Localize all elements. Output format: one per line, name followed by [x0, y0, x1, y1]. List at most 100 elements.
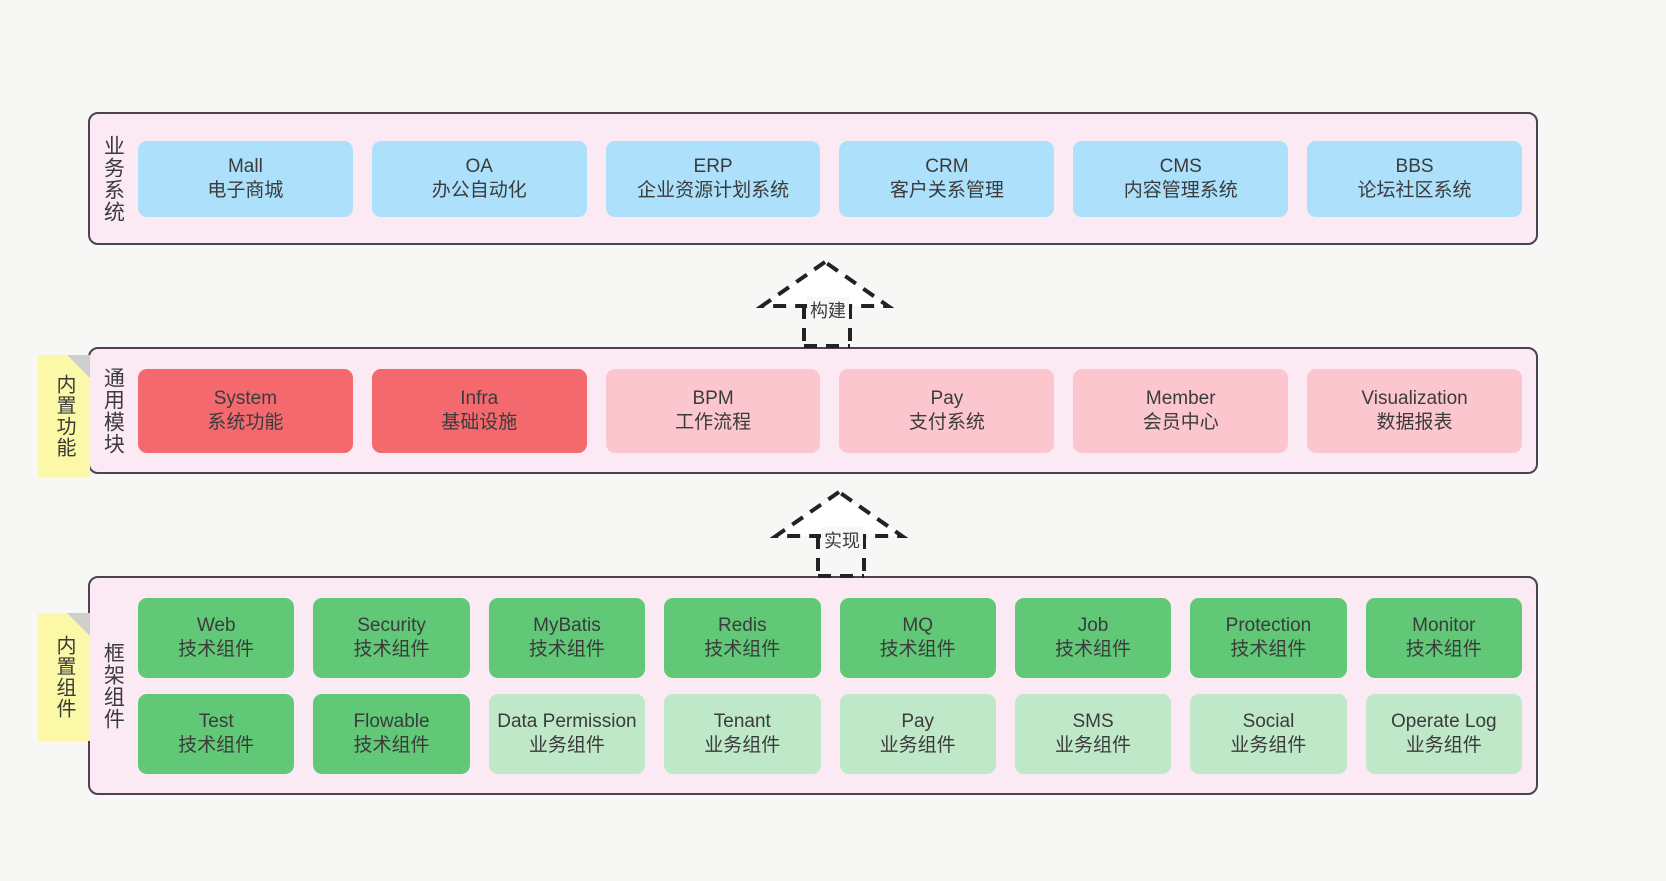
card-title: Social: [1242, 710, 1295, 732]
card-subtitle: 技术组件: [1055, 638, 1132, 660]
card-title: Redis: [718, 614, 767, 636]
card-subtitle: 技术组件: [1230, 638, 1307, 660]
card-subtitle: 业务组件: [704, 734, 781, 756]
card-title: Security: [357, 614, 426, 636]
card-title: Monitor: [1412, 614, 1476, 636]
card-subtitle: 技术组件: [353, 638, 430, 660]
card-title: Flowable: [353, 710, 430, 732]
card-title: Web: [196, 614, 236, 636]
layer-common-module-title: 通用模块: [101, 366, 125, 455]
note-builtin-features-label: 内置功能: [53, 374, 75, 458]
card-subtitle: 内容管理系统: [1123, 179, 1238, 201]
card-subtitle: 企业资源计划系统: [637, 179, 790, 201]
layer-framework-component-title: 框架组件: [101, 641, 125, 730]
card-title: Test: [198, 710, 234, 732]
card-subtitle: 业务组件: [879, 734, 956, 756]
card-subtitle: 基础设施: [441, 411, 518, 433]
card-subtitle: 技术组件: [1405, 638, 1482, 660]
card-title: System: [213, 387, 278, 409]
arrow-build-label: 构建: [807, 297, 849, 323]
card-title: Infra: [460, 387, 499, 409]
card-title: BPM: [692, 387, 734, 409]
card-subtitle: 技术组件: [178, 734, 255, 756]
card-subtitle: 论坛社区系统: [1357, 179, 1472, 201]
card-title: ERP: [693, 155, 733, 177]
card-subtitle: 数据报表: [1376, 411, 1453, 433]
card-title: SMS: [1072, 710, 1114, 732]
layer-business-system-title: 业务系统: [101, 134, 125, 223]
card-title: Visualization: [1361, 387, 1468, 409]
arrow-implement-stem: [816, 536, 866, 578]
note-fold-corner-icon: [67, 355, 90, 378]
card-title: Member: [1145, 387, 1216, 409]
card-title: MyBatis: [533, 614, 601, 636]
card-subtitle: 支付系统: [908, 411, 985, 433]
card-subtitle: 客户关系管理: [889, 179, 1004, 201]
card-subtitle: 办公自动化: [431, 179, 527, 201]
note-builtin-components-label: 内置组件: [53, 635, 75, 719]
card-subtitle: 技术组件: [879, 638, 956, 660]
arrow-build-stem: [802, 306, 852, 348]
card-subtitle: 技术组件: [353, 734, 430, 756]
card-title: Mall: [227, 155, 263, 177]
card-title: Data Permission: [497, 710, 637, 732]
card-subtitle: 技术组件: [178, 638, 255, 660]
card-title: Pay: [930, 387, 964, 409]
card-subtitle: 工作流程: [675, 411, 752, 433]
card-title: BBS: [1395, 155, 1434, 177]
card-subtitle: 技术组件: [528, 638, 605, 660]
note-builtin-features: 内置功能: [38, 355, 90, 477]
card-title: Protection: [1225, 614, 1312, 636]
card-title: OA: [465, 155, 493, 177]
card-subtitle: 业务组件: [1405, 734, 1482, 756]
card-subtitle: 系统功能: [207, 411, 284, 433]
card-title: Tenant: [713, 710, 771, 732]
card-title: Operate Log: [1390, 710, 1497, 732]
card-title: Job: [1077, 614, 1109, 636]
card-subtitle: 技术组件: [704, 638, 781, 660]
arrow-implement-label: 实现: [821, 527, 863, 553]
card-subtitle: 业务组件: [528, 734, 605, 756]
card-subtitle: 业务组件: [1055, 734, 1132, 756]
arrow-build: 构建: [754, 258, 904, 348]
